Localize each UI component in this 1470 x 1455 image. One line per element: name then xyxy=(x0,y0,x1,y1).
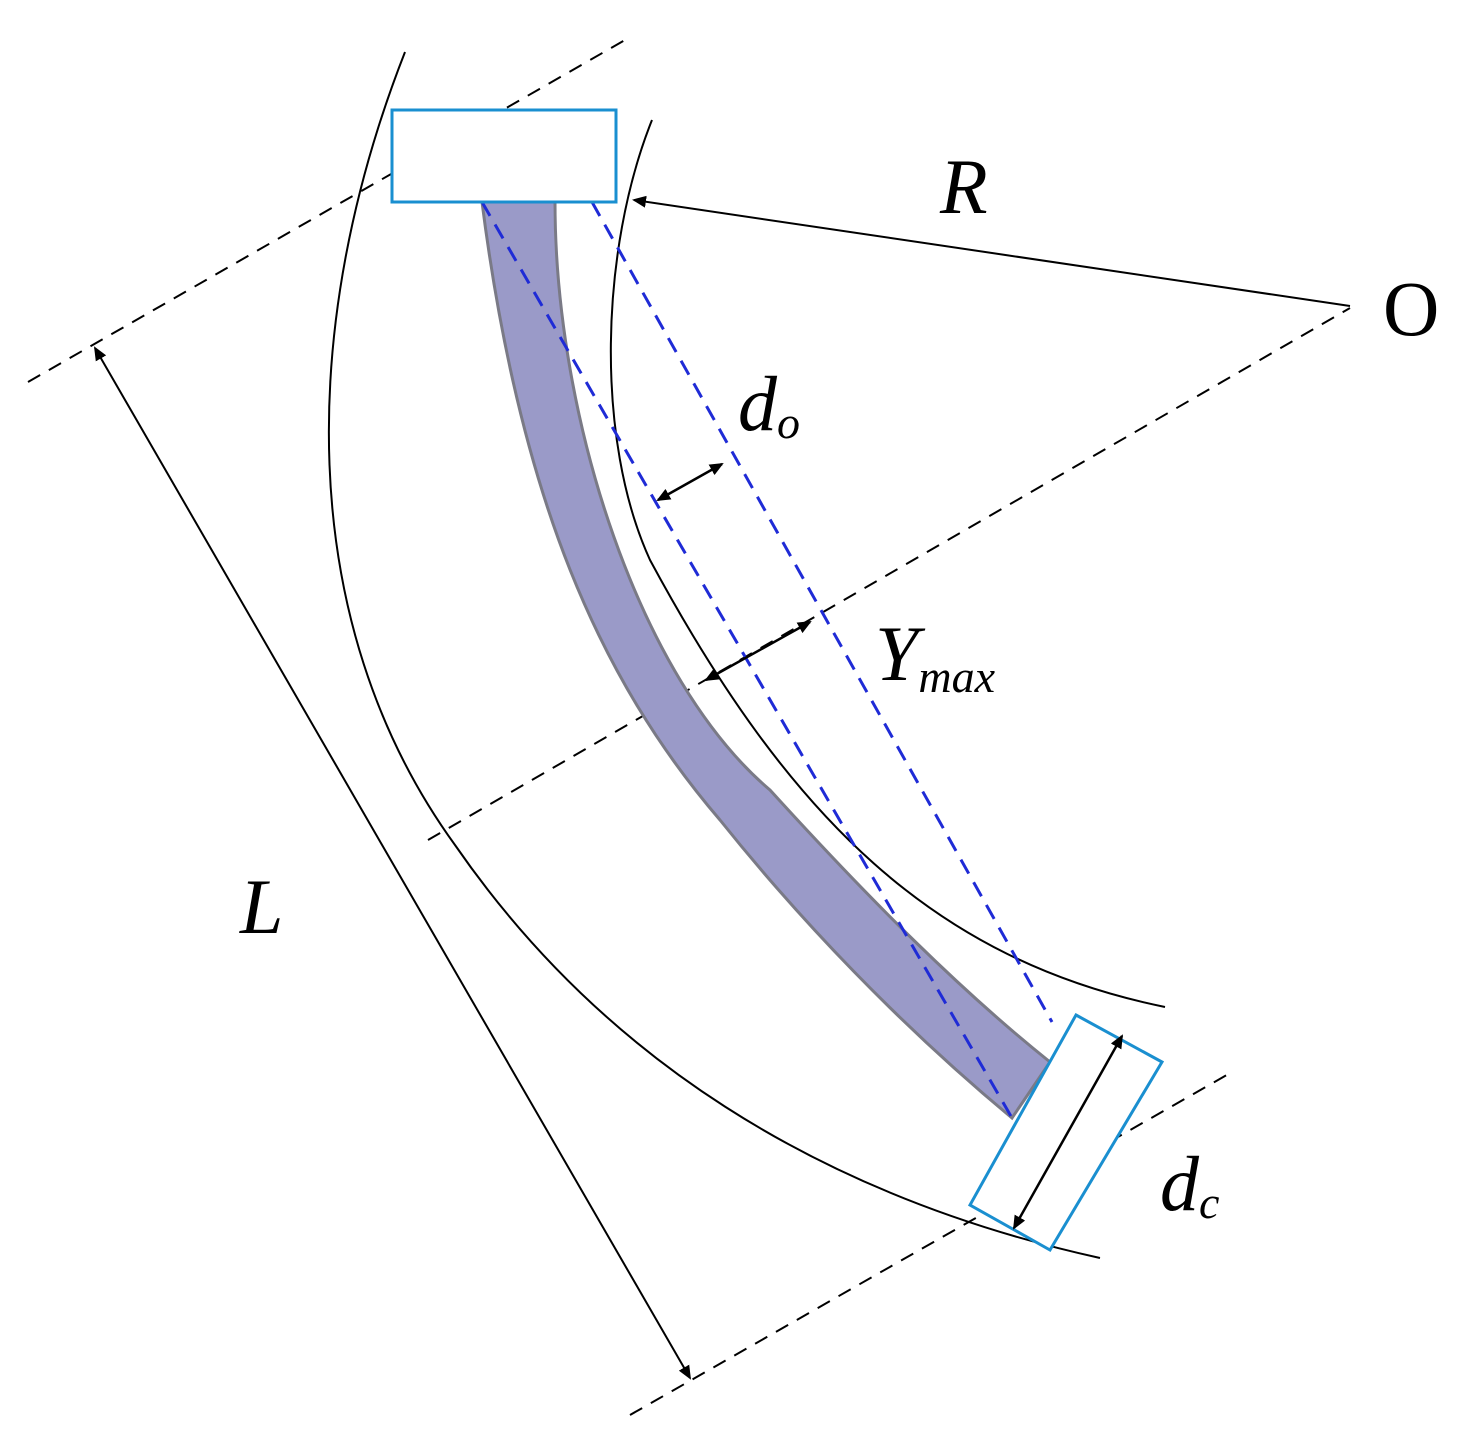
d-c-label: dc xyxy=(1160,1145,1219,1226)
d-c-main: d xyxy=(1160,1140,1199,1227)
blue-dashed-line-right xyxy=(590,201,1054,1023)
d-c-sub: c xyxy=(1199,1177,1220,1228)
top-dashed-line xyxy=(27,39,626,383)
d-o-sub: o xyxy=(777,397,800,448)
d-c-arrow xyxy=(1012,1034,1124,1230)
length-arrow xyxy=(93,346,692,1380)
radius-label: R xyxy=(940,143,988,230)
length-label: L xyxy=(240,863,284,950)
top-end-box xyxy=(390,108,618,204)
radius-arrow xyxy=(632,195,1351,307)
center-label: O xyxy=(1383,265,1440,352)
y-max-main: Y xyxy=(875,610,919,697)
y-max-sub: max xyxy=(918,651,996,702)
y-max-arrow xyxy=(704,620,812,682)
inner-curved-wall xyxy=(609,119,1166,1008)
bottom-dashed-line xyxy=(629,1071,1233,1416)
d-o-arrow xyxy=(656,462,724,502)
d-o-label: do xyxy=(738,365,800,446)
y-max-label: Ymax xyxy=(875,615,995,700)
d-o-main: d xyxy=(738,360,777,447)
